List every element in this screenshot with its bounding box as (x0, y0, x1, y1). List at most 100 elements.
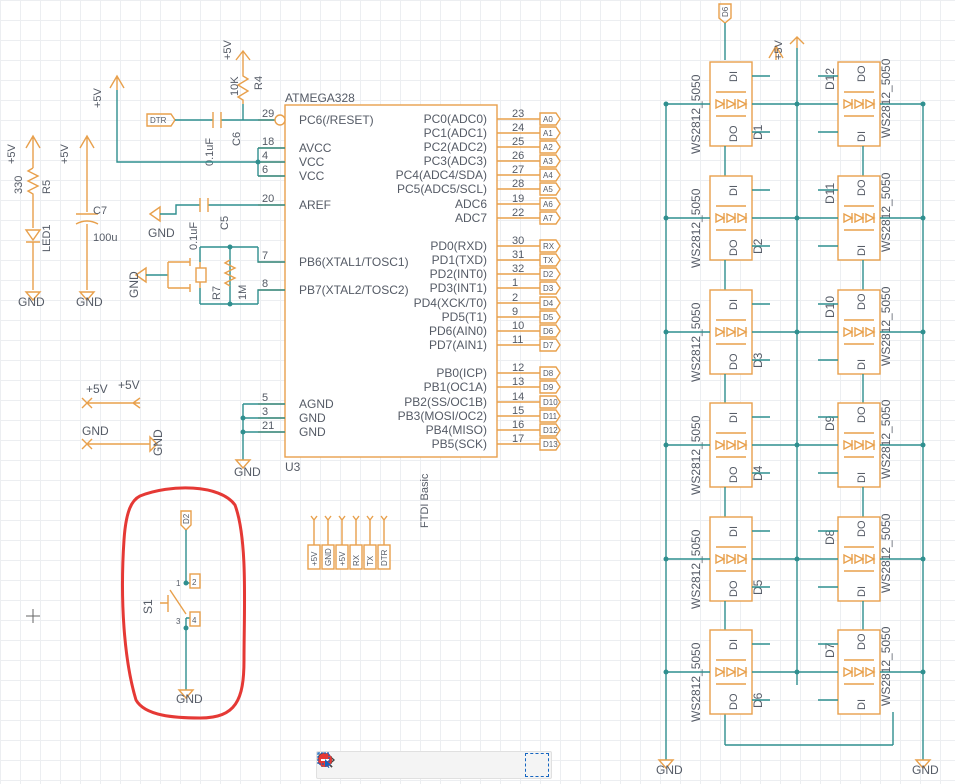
mcu-pin-name: PD2(INT0) (430, 267, 487, 281)
r5-value: 330 (13, 176, 25, 194)
led-part-label: WS2812_5050 (879, 58, 893, 138)
switch-circuit[interactable]: D2 1 2 3 4 S1 GND (123, 488, 245, 718)
ftdi-pin-lead (325, 516, 331, 545)
mcu-pin-number: 12 (512, 362, 524, 374)
net-label: D9 (543, 383, 554, 392)
mcu-ref: U3 (285, 460, 301, 474)
strip-gnd-left: GND (656, 763, 683, 777)
mcu-pin-number: 3 (262, 406, 268, 418)
mcu[interactable]: ATMEGA328 U3 29PC6(/RESET)18AVCC4VCC6VCC… (258, 91, 560, 474)
mcu-pin-name: PD7(AIN1) (429, 338, 487, 352)
zoom-out-button[interactable] (396, 754, 418, 776)
led-part-label: WS2812_5050 (879, 626, 893, 706)
r5-ref: R5 (41, 180, 53, 194)
visibility-button[interactable] (345, 754, 367, 776)
mcu-pin-name: PC5(ADC5/SCL) (397, 182, 487, 196)
led-pin-bottom: DI (856, 359, 868, 370)
led-pin-bottom: DO (728, 466, 740, 483)
select-icon (317, 752, 333, 768)
c7-gnd: GND (76, 295, 103, 309)
stop-button[interactable] (499, 754, 521, 776)
mcu-pin-name: AREF (299, 198, 331, 212)
select-button[interactable] (525, 753, 549, 777)
led-right[interactable]: DODID10WS2812_5050 (823, 286, 893, 374)
mcu-gnd-label: GND (234, 465, 261, 479)
mcu-pin-number: 30 (512, 235, 524, 247)
led-pin-top: DO (856, 406, 868, 423)
viewer-toolbar (316, 751, 552, 779)
mcu-pin-number: 10 (512, 320, 524, 332)
mcu-pin-number: 20 (262, 193, 274, 205)
led-pin-bottom: DI (856, 699, 868, 710)
loose-supplies: +5V +5V GND GND (82, 378, 165, 456)
mcu-pin-number: 8 (262, 278, 268, 290)
net-label: D8 (543, 369, 554, 378)
led-gnd: GND (18, 295, 45, 309)
net-label: A7 (543, 214, 553, 223)
s1-gnd: GND (176, 692, 203, 706)
ftdi-header[interactable]: FTDI Basic +5VGND+5VRXTXDTR (308, 473, 431, 569)
led-part-label: WS2812_5050 (689, 188, 703, 268)
led-right[interactable]: DODID12WS2812_5050 (823, 58, 893, 146)
mcu-pin-number: 13 (512, 376, 524, 388)
led-pin-top: DI (728, 526, 740, 537)
led-pin-bottom: DI (856, 131, 868, 142)
led-right[interactable]: DODID9WS2812_5050 (823, 399, 893, 487)
mcu-pin-number: 1 (512, 277, 518, 289)
strip-5v-a: +5V (773, 39, 785, 60)
net-label: D12 (543, 426, 558, 435)
ftdi-pin-lead (381, 516, 387, 545)
led-pin-top: DO (856, 633, 868, 650)
led-circuit: +5V 330 R5 LED1 GND (6, 136, 53, 309)
crosshair-button[interactable] (473, 754, 495, 776)
net-label: A1 (543, 129, 553, 138)
loose-gnd-a: GND (82, 424, 109, 438)
led-part-label: WS2812_5050 (689, 415, 703, 495)
mcu-pin-number: 22 (512, 207, 524, 219)
led-pin-top: DI (728, 299, 740, 310)
mcu-pin-number: 2 (512, 292, 518, 304)
zoom-fit-button[interactable] (422, 754, 444, 776)
mcu-pin-number: 19 (512, 193, 524, 205)
net-label: A6 (543, 200, 553, 209)
led-part-label: WS2812_5050 (689, 642, 703, 722)
led-pin-bottom: DO (728, 125, 740, 142)
led-part-label: WS2812_5050 (879, 172, 893, 252)
net-label: RX (543, 242, 555, 251)
ftdi-pin-label: RX (352, 554, 361, 566)
led-part-label: WS2812_5050 (879, 286, 893, 366)
mcu-pin-number: 26 (512, 150, 524, 162)
c5-ref: C5 (219, 216, 231, 230)
led-strip[interactable]: D6 +5V DIDOD1WS2812_5050DODID12WS2812_50… (656, 4, 939, 777)
led-right[interactable]: DODID11WS2812_5050 (823, 172, 893, 260)
net-label: D11 (543, 412, 558, 421)
led-right[interactable]: DODID7WS2812_5050 (823, 626, 893, 714)
mcu-pin-name: VCC (299, 155, 325, 169)
grid-button[interactable] (448, 754, 470, 776)
mcu-pin-name: PD1(TXD) (432, 253, 487, 267)
mcu-pin-name: GND (299, 425, 326, 439)
mcu-pin-name: GND (299, 411, 326, 425)
c7-circuit: +5V C7 100u GND (59, 136, 117, 309)
net-label: D3 (543, 284, 554, 293)
mcu-pin-name: PB0(ICP) (436, 366, 487, 380)
mcu-pin-name: PD4(XCK/T0) (414, 296, 487, 310)
r7-value: 1M (237, 285, 249, 300)
ftdi-pin-lead (367, 516, 373, 545)
ftdi-pin-label: +5V (338, 551, 347, 566)
led-pin-bottom: DI (856, 245, 868, 256)
s1-pin-3: 3 (176, 617, 181, 626)
dtr-label: DTR (150, 116, 167, 125)
ftdi-pins: +5VGND+5VRXTXDTR (308, 516, 390, 569)
led-pin-bottom: DO (728, 693, 740, 710)
zoom-in-button[interactable] (370, 754, 392, 776)
xtal-gnd: GND (127, 271, 141, 298)
mcu-pin-number: 14 (512, 391, 524, 403)
vcc-net: +5V (92, 76, 285, 176)
led-right[interactable]: DODID8WS2812_5050 (823, 513, 893, 601)
net-label: D5 (543, 313, 554, 322)
ftdi-pin-lead (339, 516, 345, 545)
led1-ref: LED1 (41, 224, 53, 252)
mcu-pin-name: PD3(INT1) (430, 281, 487, 295)
ftdi-label: FTDI Basic (419, 473, 431, 528)
